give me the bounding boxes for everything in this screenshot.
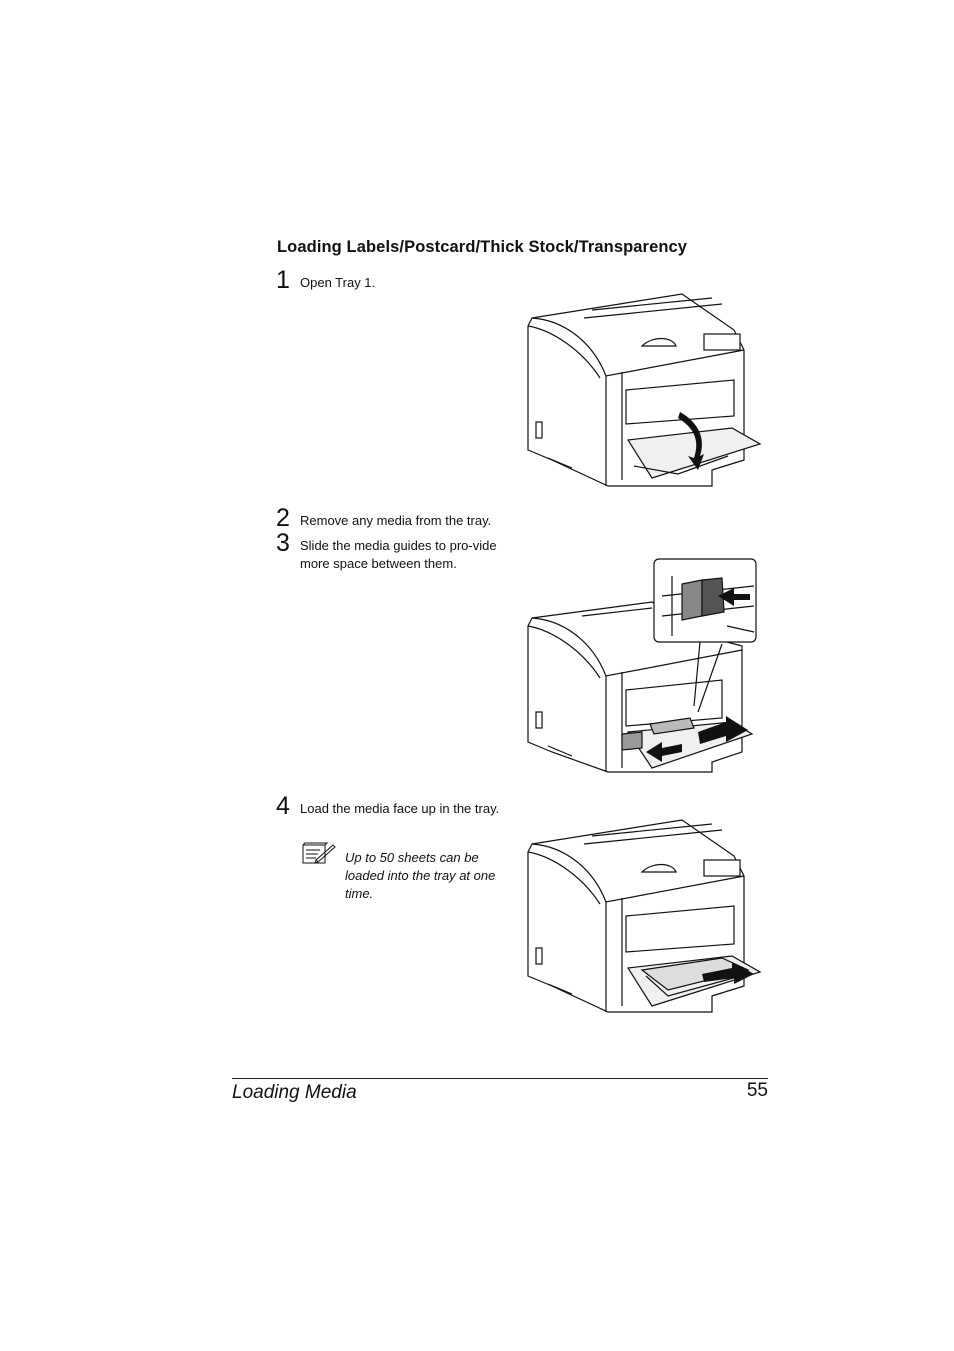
section-heading: Loading Labels/Postcard/Thick Stock/Tran… <box>277 238 688 256</box>
note-pad-icon <box>302 842 336 864</box>
step-2-number: 2 <box>276 504 290 532</box>
printer-load-media-illustration <box>527 819 762 1013</box>
note-text: Up to 50 sheets can be loaded into the t… <box>345 850 496 901</box>
step-3-number: 3 <box>276 529 290 557</box>
step-4-number: 4 <box>276 792 290 820</box>
step-3-text: Slide the media guides to pro-vide more … <box>300 538 497 571</box>
footer-divider <box>232 1078 768 1079</box>
step-1-text: Open Tray 1. <box>300 275 376 290</box>
footer-page-number: 55 <box>746 1080 768 1101</box>
footer-chapter-title: Loading Media <box>232 1082 357 1103</box>
printer-open-tray-illustration <box>527 293 762 487</box>
step-1-number: 1 <box>276 266 290 294</box>
step-2-text: Remove any media from the tray. <box>300 513 492 528</box>
printer-slide-guides-illustration <box>527 558 757 773</box>
step-4-text: Load the media face up in the tray. <box>300 801 500 816</box>
